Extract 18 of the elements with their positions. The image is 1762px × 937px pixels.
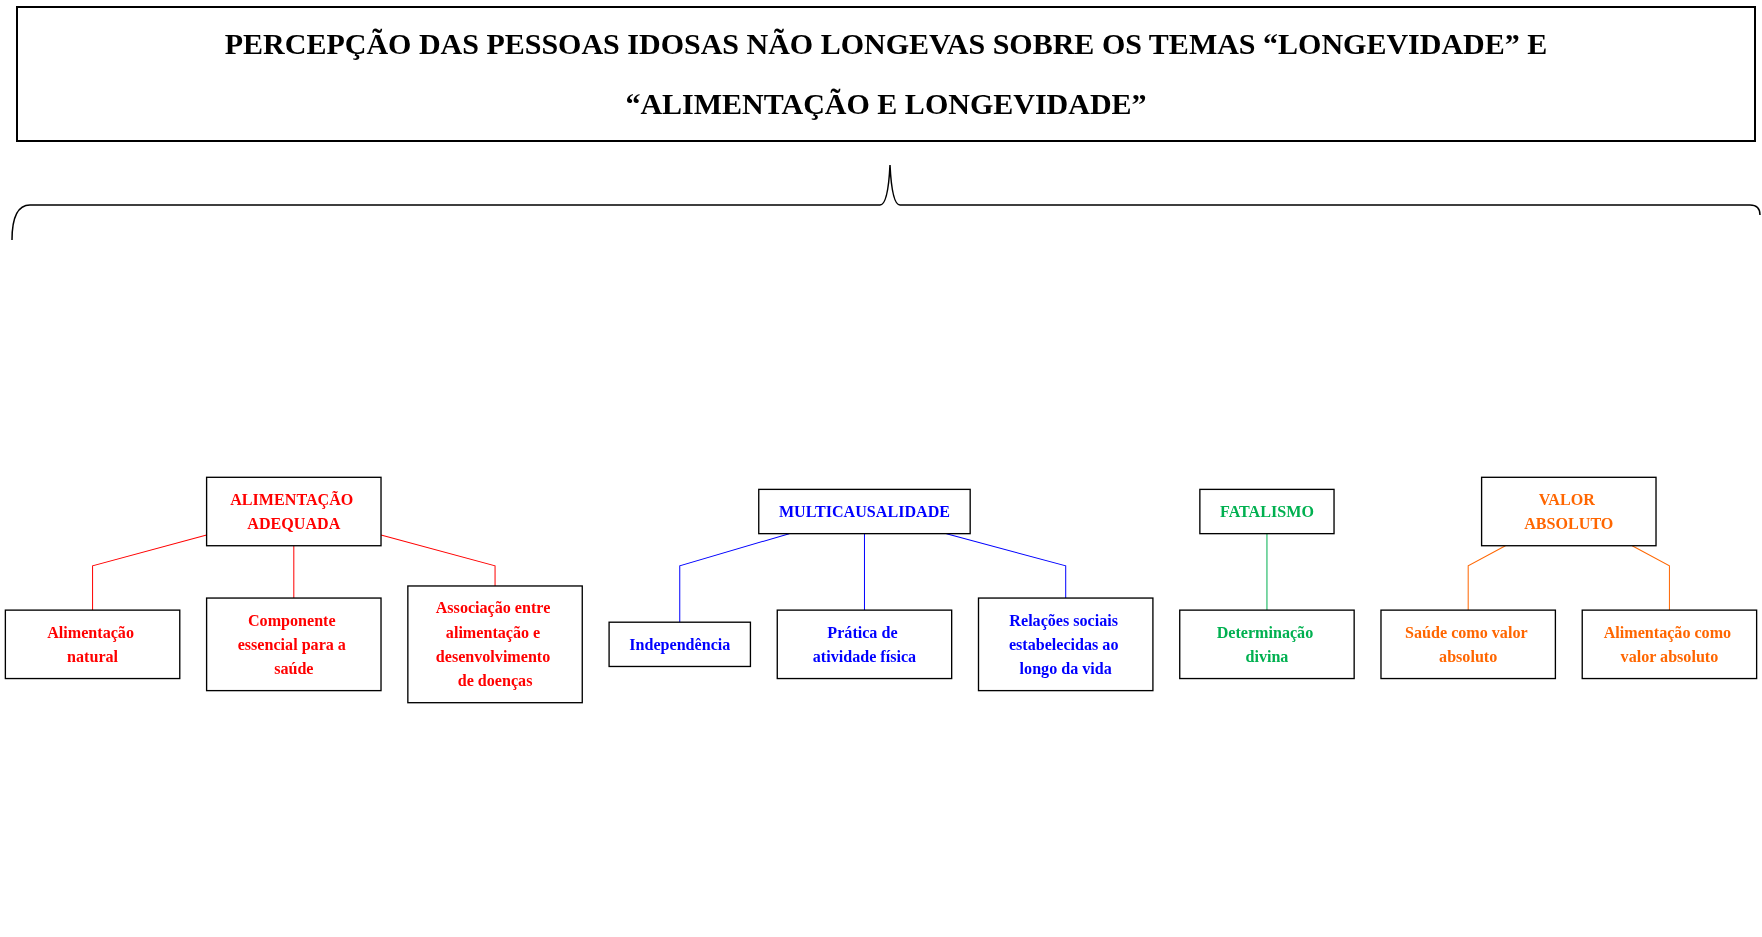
node-box: Associação entre alimentação e desenvolvimento de doenças — [407, 585, 583, 704]
connector — [679, 533, 790, 623]
node-box: Alimentação natural — [4, 609, 181, 680]
node-box: ALIMENTAÇÃO ADEQUADA — [205, 476, 382, 547]
connector — [863, 533, 865, 611]
node-box: VALOR ABSOLUTO — [1480, 476, 1657, 547]
node-box: Prática de atividade física — [776, 609, 953, 680]
node-box: Determinação divina — [1179, 609, 1355, 680]
connector — [1266, 533, 1268, 611]
node-box: Alimentação como valor absoluto — [1581, 609, 1758, 680]
title: PERCEPÇÃO DAS PESSOAS IDOSAS NÃO LONGEVAS SOBRE OS TEMAS “LONGEVIDADE” E “ALIMENTAÇÃO E LONGEVIDADE” — [16, 6, 1756, 142]
node-box: FATALISMO — [1199, 488, 1335, 535]
connector — [293, 545, 295, 599]
node-box: Independência — [608, 621, 752, 668]
node-box: Relações sociais estabelecidas ao longo da vida — [977, 597, 1154, 692]
node-box: Componente essencial para a saúde — [205, 597, 382, 692]
node-box: MULTICAUSALIDADE — [758, 488, 971, 535]
node-box: Saúde como valor absoluto — [1380, 609, 1557, 680]
